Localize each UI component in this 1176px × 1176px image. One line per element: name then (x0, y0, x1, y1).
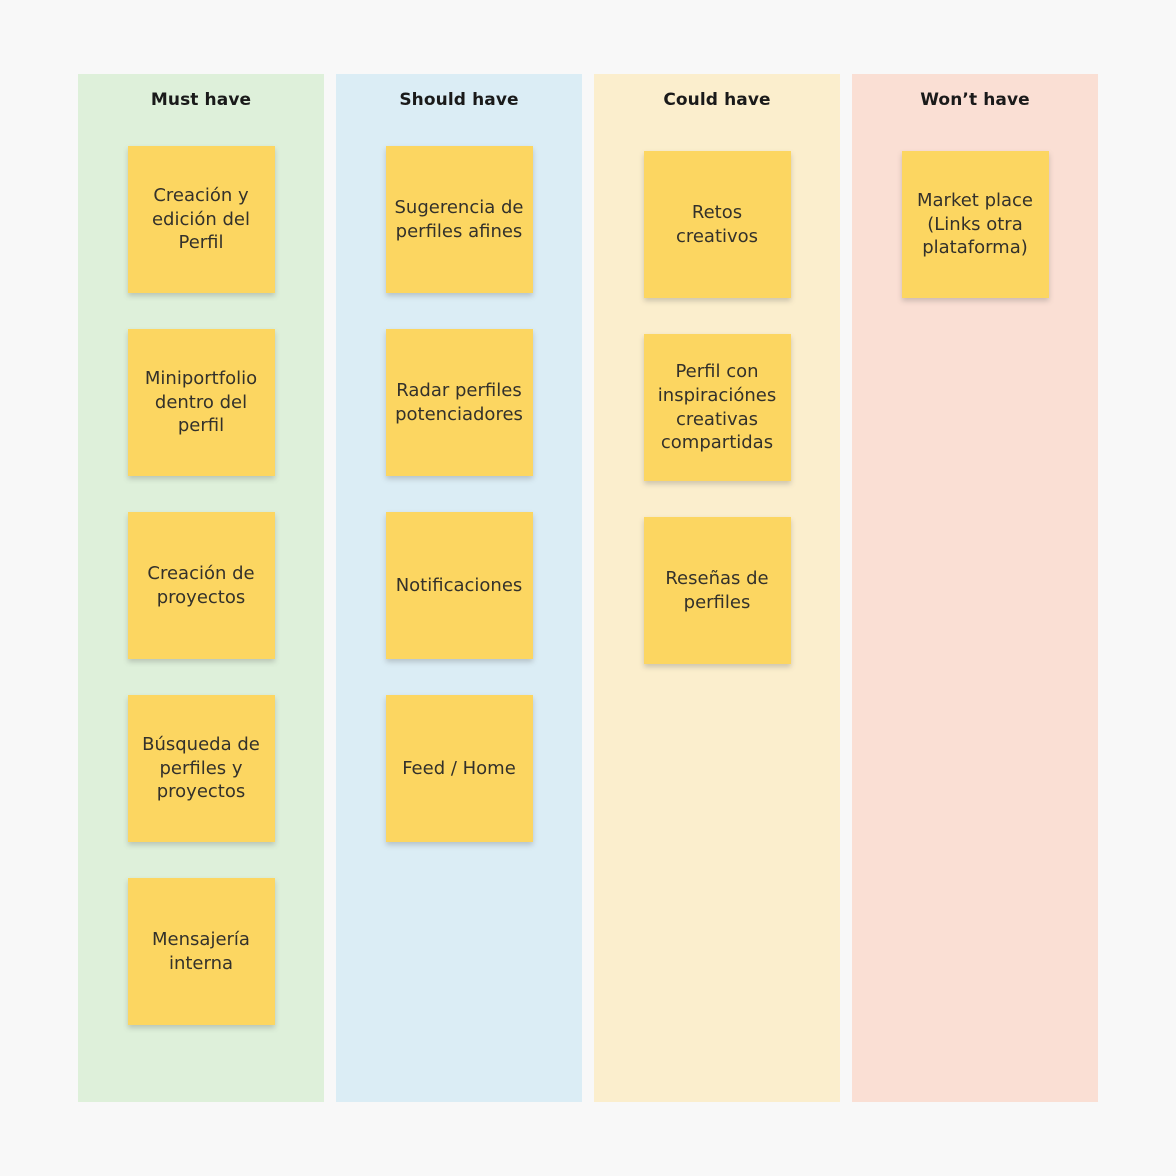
sticky-note-text: Miniportfolio dentro del perfil (144, 367, 258, 437)
column-should-have[interactable]: Should have Sugerencia de perfiles afine… (336, 74, 582, 1102)
notes-list-could-have: Retos creativos Perfil con inspiraciónes… (594, 151, 840, 664)
sticky-note-text: Perfil con inspiraciónes creativas compa… (657, 361, 777, 454)
sticky-note[interactable]: Miniportfolio dentro del perfil (127, 329, 275, 476)
column-title-must-have: Must have (150, 90, 252, 110)
sticky-note[interactable]: Mensajería interna (127, 878, 275, 1025)
sticky-note-text: Sugerencia de perfiles afines (394, 196, 524, 242)
sticky-note[interactable]: Sugerencia de perfiles afines (385, 146, 533, 293)
sticky-note-text: Retos creativos (675, 201, 759, 247)
sticky-note[interactable]: Perfil con inspiraciónes creativas compa… (643, 334, 791, 481)
sticky-note[interactable]: Creación y edición del Perfil (127, 146, 275, 293)
column-must-have[interactable]: Must have Creación y edición del Perfil … (78, 74, 324, 1102)
column-could-have[interactable]: Could have Retos creativos Perfil con in… (594, 74, 840, 1102)
sticky-note-text: Market place (Links otra plataforma) (916, 189, 1034, 259)
sticky-note[interactable]: Feed / Home (385, 695, 533, 842)
sticky-note[interactable]: Market place (Links otra plataforma) (901, 151, 1049, 298)
sticky-note-text: Creación de proyectos (147, 562, 255, 608)
sticky-note[interactable]: Radar perfiles potenciadores (385, 329, 533, 476)
sticky-note-text: Búsqueda de perfiles y proyectos (142, 733, 260, 803)
sticky-note[interactable]: Búsqueda de perfiles y proyectos (127, 695, 275, 842)
sticky-note[interactable]: Retos creativos (643, 151, 791, 298)
column-title-wont-have: Won’t have (920, 90, 1030, 110)
sticky-note-text: Radar perfiles potenciadores (395, 379, 523, 425)
notes-list-must-have: Creación y edición del Perfil Miniportfo… (78, 146, 324, 1025)
sticky-note[interactable]: Reseñas de perfiles (643, 517, 791, 664)
sticky-note-text: Feed / Home (402, 757, 516, 779)
sticky-note-text: Creación y edición del Perfil (151, 184, 251, 254)
sticky-note-text: Reseñas de perfiles (665, 567, 769, 613)
sticky-note[interactable]: Creación de proyectos (127, 512, 275, 659)
sticky-note-text: Mensajería interna (152, 928, 250, 974)
sticky-note-text: Notificaciones (395, 574, 523, 596)
column-wont-have[interactable]: Won’t have Market place (Links otra plat… (852, 74, 1098, 1102)
sticky-note[interactable]: Notificaciones (385, 512, 533, 659)
column-title-should-have: Should have (399, 90, 519, 110)
notes-list-should-have: Sugerencia de perfiles afines Radar perf… (336, 146, 582, 842)
notes-list-wont-have: Market place (Links otra plataforma) (852, 151, 1098, 298)
column-title-could-have: Could have (663, 90, 771, 110)
